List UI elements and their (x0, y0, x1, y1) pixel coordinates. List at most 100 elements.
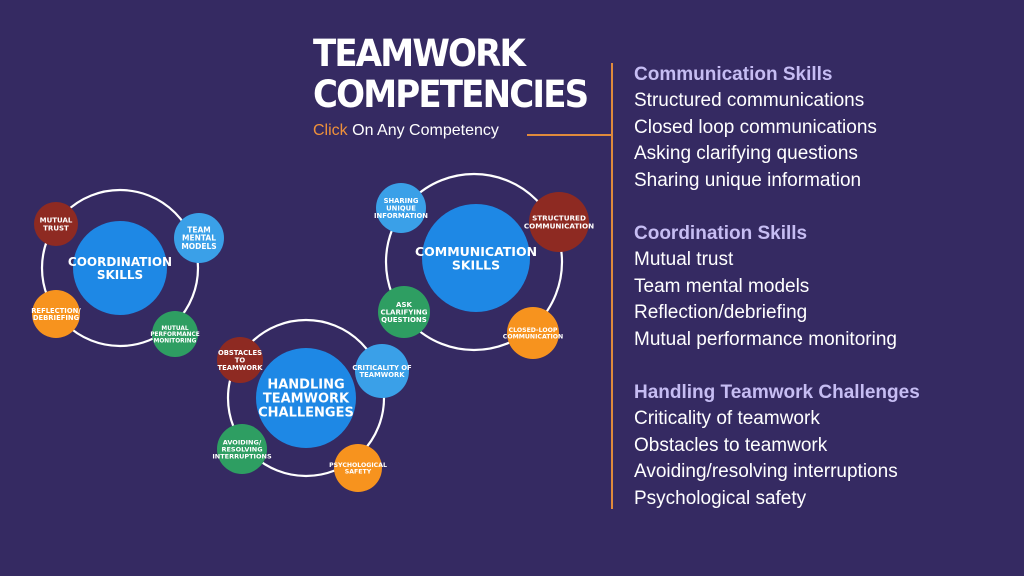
challenges-hub-label-line: TEAMWORK (263, 392, 350, 407)
node-team-mental-models-circle (174, 213, 224, 263)
node-obstacles-to-teamwork-label-line: TEAMWORK (217, 364, 263, 372)
node-mutual-trust-label-line: MUTUAL (40, 217, 73, 225)
section-item: Obstacles to teamwork (634, 434, 828, 456)
section-item: Mutual performance monitoring (634, 328, 897, 350)
node-closed-loop-communication-label-line: COMMUNICATION (503, 334, 563, 341)
node-mutual-performance-monitoring-label-line: MONITORING (154, 338, 197, 344)
node-psychological-safety-label-line: PSYCHOLOGICAL (329, 462, 387, 469)
node-closed-loop-communication-label-line: CLOSED-LOOP (509, 327, 558, 334)
section-item: Closed loop communications (634, 116, 877, 138)
coordination-hub-label-line: COORDINATION (68, 255, 172, 269)
section-item: Reflection/debriefing (634, 302, 808, 323)
node-ask-clarifying-questions-circle (378, 286, 430, 338)
node-avoiding-resolving-interruptions-circle (217, 424, 267, 474)
node-team-mental-models-label-line: TEAM (187, 226, 211, 235)
section-item: Team mental models (634, 275, 810, 297)
node-mutual-performance-monitoring-label-line: MUTUAL (161, 326, 188, 332)
section-item: Asking clarifying questions (634, 143, 858, 164)
node-mutual-performance-monitoring-circle (152, 311, 198, 357)
section-heading[interactable]: Communication Skills (634, 64, 833, 85)
node-structured-communication-label-line: COMMUNICATION (524, 221, 594, 230)
node-reflection-debriefing-label-line: REFLECTION/ (31, 307, 81, 315)
node-reflection-debriefing[interactable]: REFLECTION/DEBRIEFING (31, 290, 81, 338)
node-ask-clarifying-questions-label-line: ASK (396, 301, 412, 309)
challenges-hub-circle (256, 348, 356, 448)
node-structured-communication-label-line: STRUCTURED (532, 214, 586, 223)
node-obstacles-to-teamwork-circle (217, 337, 263, 383)
node-mutual-trust-label-line: TRUST (43, 224, 69, 232)
challenges-orbit-ring (226, 318, 386, 478)
section-item: Mutual trust (634, 249, 734, 270)
node-sharing-unique-information-label-line: SHARING (384, 197, 419, 205)
communication-hub-circle (422, 204, 530, 312)
section-item: Sharing unique information (634, 169, 862, 191)
node-criticality-of-teamwork-circle (355, 344, 409, 398)
section-heading[interactable]: Handling Teamwork Challenges (634, 382, 920, 403)
section-item: Structured communications (634, 90, 865, 111)
communication-hub-label-line: COMMUNICATION (415, 244, 537, 259)
coordination-hub-label-line: SKILLS (97, 268, 143, 282)
node-sharing-unique-information-label-line: UNIQUE (386, 204, 416, 212)
instruction-accent: Click (313, 122, 348, 139)
page-title-line1: TEAMWORK (313, 32, 526, 75)
node-obstacles-to-teamwork-label-line: TO (235, 356, 246, 364)
coordination-hub-circle (73, 221, 167, 315)
node-criticality-of-teamwork-label-line: CRITICALITY OF (352, 364, 412, 372)
node-mutual-performance-monitoring-label-line: PERFORMANCE (150, 332, 199, 338)
node-closed-loop-communication-circle (507, 307, 559, 359)
node-team-mental-models-label-line: MENTAL (182, 234, 216, 243)
coordination-orbit-ring (40, 188, 200, 348)
challenges-hub-label-line: HANDLING (267, 378, 344, 393)
node-ask-clarifying-questions-label-line: CLARIFYING (380, 309, 427, 317)
node-reflection-debriefing-label: REFLECTION/DEBRIEFING (31, 307, 81, 322)
section-item: Criticality of teamwork (634, 408, 820, 429)
node-ask-clarifying-questions-label-line: QUESTIONS (381, 316, 427, 324)
instruction-text: Click On Any Competency (313, 122, 499, 140)
section-heading[interactable]: Coordination Skills (634, 223, 808, 244)
node-reflection-debriefing-label-line: DEBRIEFING (33, 314, 80, 322)
node-sharing-unique-information-label-line: INFORMATION (374, 212, 428, 220)
node-sharing-unique-information-circle (376, 183, 426, 233)
node-structured-communication-circle (529, 192, 589, 252)
section-item: Avoiding/resolving interruptions (634, 461, 898, 482)
connector-line-horizontal (527, 134, 613, 136)
node-team-mental-models-label-line: MODELS (181, 242, 216, 251)
node-criticality-of-teamwork-label-line: TEAMWORK (359, 371, 405, 379)
section-item: Psychological safety (634, 487, 807, 509)
challenges-hub-label-line: CHALLENGES (258, 406, 354, 421)
